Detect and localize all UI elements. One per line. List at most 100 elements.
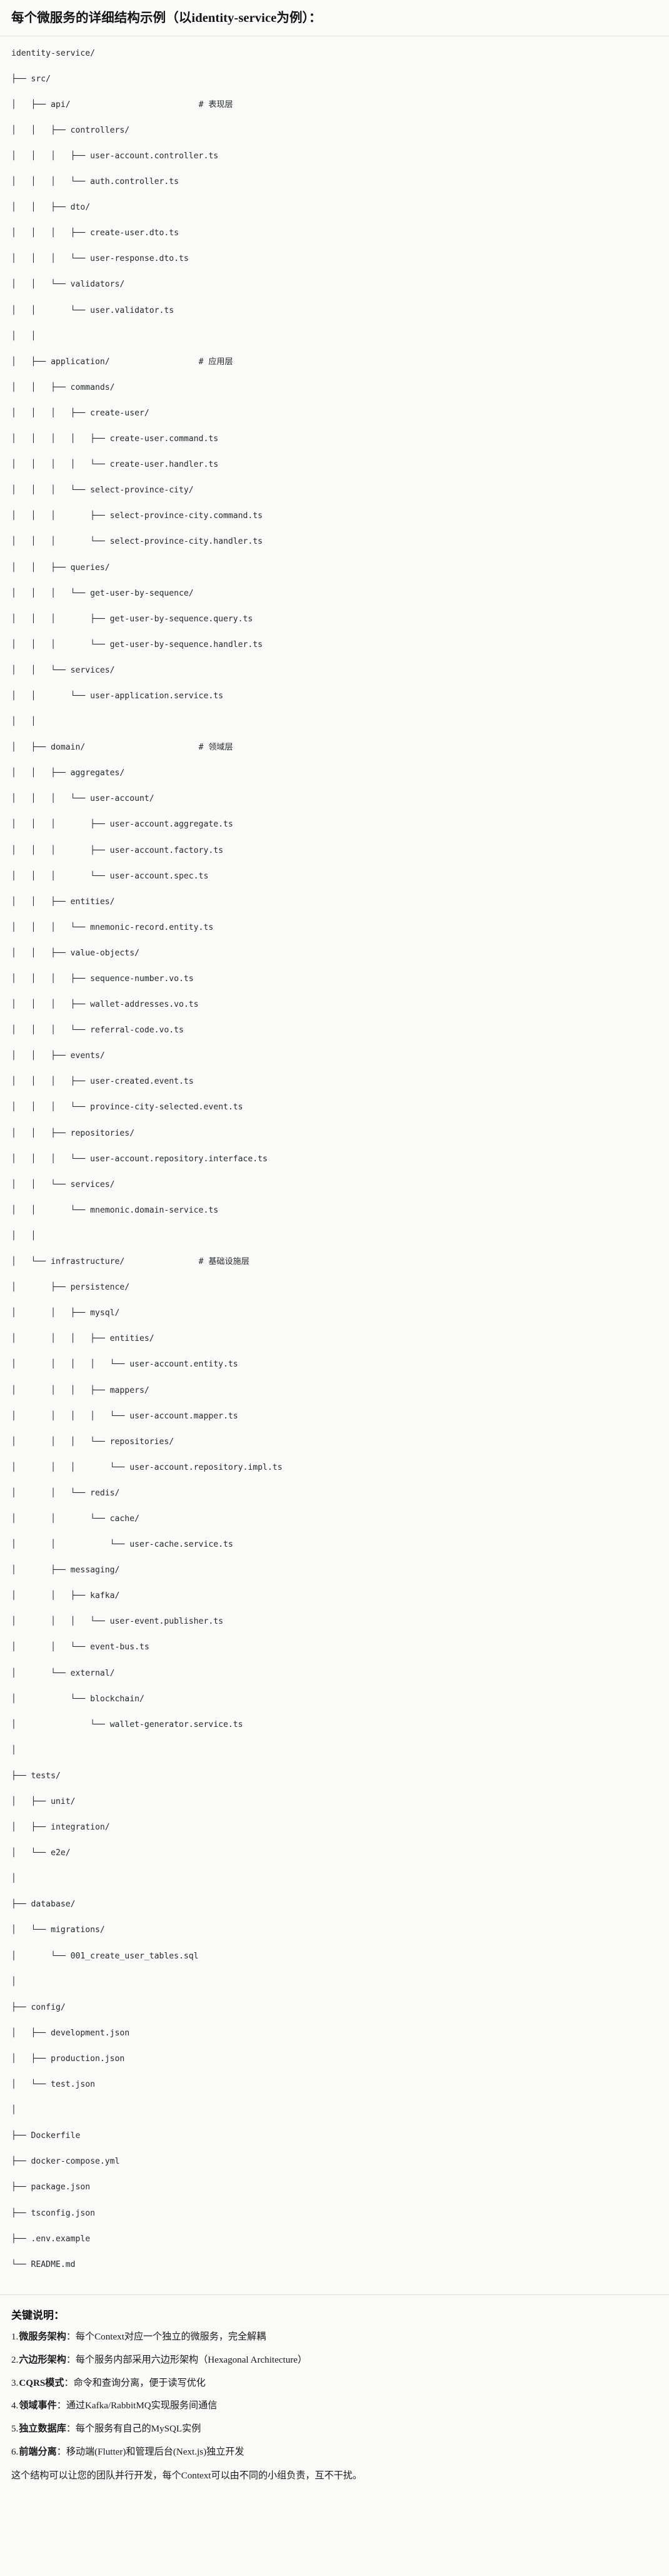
tree-row: │ │ └── services/ [11,665,115,675]
tree-row: │ │ ├── dto/ [11,203,91,213]
directory-tree: identity-service/ ├── src/ │ ├── api/ # … [11,48,658,2284]
tree-row: │ └── wallet-generator.service.ts [11,1719,243,1729]
key-note-separator: ： [66,2424,76,2435]
key-note-term: 微服务架构 [19,2331,66,2342]
key-notes-title: 关键说明： [11,2309,64,2321]
tree-row: │ [11,1745,16,1755]
tree-row: │ │ │ ├── user-account.controller.ts [11,151,219,161]
tree-row: │ │ └── user-application.service.ts [11,691,223,701]
tree-row: │ │ │ │ └── create-user.handler.ts [11,460,219,470]
tree-row: │ │ ├── kafka/ [11,1591,120,1601]
key-note-term: 前端分离 [19,2447,57,2458]
tree-row: │ │ │ │ └── user-account.entity.ts [11,1360,238,1370]
tree-row: │ │ │ ├── mappers/ [11,1385,149,1395]
tree-row: │ │ └── event-bus.ts [11,1642,149,1652]
tree-row: │ │ │ └── user-account.repository.impl.t… [11,1462,283,1472]
tree-row-comment: # 基础设施层 [198,1257,249,1267]
tree-row: │ │ │ └── user-account.repository.interf… [11,1154,268,1164]
tree-row: └── README.md [11,2259,76,2269]
tree-row: │ │ [11,717,36,727]
tree-row: │ │ │ └── select-province-city/ [11,486,194,496]
key-note-number: 3. [11,2378,19,2388]
tree-row: ├── package.json [11,2182,91,2192]
key-note-term: 六边形架构 [19,2355,66,2365]
tree-row: │ └── migrations/ [11,1925,105,1935]
tree-row-comment: # 领域层 [198,743,233,753]
tree-row: ├── config/ [11,2002,66,2012]
tree-row: │ │ │ └── get-user-by-sequence/ [11,588,194,598]
tree-row: │ │ └── cache/ [11,1514,139,1524]
tree-row: │ │ └── services/ [11,1179,115,1189]
key-note-description: 通过Kafka/RabbitMQ实现服务间通信 [66,2401,218,2411]
tree-row: │ │ ├── controllers/ [11,125,130,135]
tree-row: ├── tests/ [11,1771,61,1781]
key-note-description: 命令和查询分离，便于读写优化 [73,2378,206,2388]
key-note-number: 5. [11,2424,19,2435]
tree-row: │ │ │ ├── user-account.factory.ts [11,845,223,855]
tree-row: │ │ ├── entities/ [11,897,115,907]
key-note-number: 2. [11,2355,19,2365]
tree-row: │ │ │ └── auth.controller.ts [11,177,179,187]
key-note-description: 每个服务有自己的MySQL实例 [75,2424,201,2435]
tree-row: │ │ │ └── select-province-city.handler.t… [11,537,263,547]
tree-row: │ │ │ ├── user-created.event.ts [11,1077,194,1087]
tree-row: │ │ │ ├── create-user.dto.ts [11,228,179,238]
tree-row-path: │ ├── application/ [11,357,199,367]
tree-row-comment: # 表现层 [198,99,233,109]
tree-row: │ │ │ ├── get-user-by-sequence.query.ts [11,614,253,624]
tree-row: ├── .env.example [11,2234,91,2244]
tree-row: ├── src/ [11,74,51,84]
key-note-description: 移动端(Flutter)和管理后台(Next.js)独立开发 [66,2447,244,2458]
tree-row: │ │ └── user-cache.service.ts [11,1540,233,1550]
tree-row: │ │ │ │ └── user-account.mapper.ts [11,1411,238,1421]
tree-row: │ ├── unit/ [11,1797,76,1807]
page-root: 每个微服务的详细结构示例（以identity-service为例）： ident… [0,0,669,2497]
tree-row: │ │ ├── aggregates/ [11,768,125,778]
page-title: 每个微服务的详细结构示例（以identity-service为例）： [11,11,322,25]
tree-row: │ │ │ ├── select-province-city.command.t… [11,511,263,521]
key-note-separator: ： [66,2331,76,2342]
tree-row: │ │ └── redis/ [11,1488,120,1498]
tree-row: ├── database/ [11,1900,76,1910]
tree-row: │ │ │ └── user-response.dto.ts [11,254,189,264]
tree-row: │ ├── messaging/ [11,1565,120,1576]
tree-row: │ │ ├── events/ [11,1051,105,1061]
tree-row: │ │ │ └── referral-code.vo.ts [11,1026,184,1036]
tree-row: │ │ └── mnemonic.domain-service.ts [11,1205,219,1215]
document-header: 每个微服务的详细结构示例（以identity-service为例）： [0,0,669,36]
tree-row: │ │ └── user.validator.ts [11,305,174,315]
tree-row: │ ├── production.json [11,2054,125,2064]
tree-row-path: │ └── infrastructure/ [11,1257,199,1267]
key-note-item: 2.六边形架构：每个服务内部采用六边形架构（Hexagonal Architec… [11,2354,658,2368]
tree-row: │ │ │ ├── create-user/ [11,408,149,418]
tree-row-path: │ ├── domain/ [11,743,199,753]
tree-row: │ │ │ ├── entities/ [11,1334,154,1344]
key-note-separator: ： [56,2447,66,2458]
tree-row: │ │ └── validators/ [11,280,125,290]
key-note-item: 3.CQRS模式：命令和查询分离，便于读写优化 [11,2377,658,2391]
tree-row: │ │ │ └── user-account/ [11,794,154,804]
tree-row: │ │ │ └── mnemonic-record.entity.ts [11,922,214,932]
tree-row: │ │ │ ├── sequence-number.vo.ts [11,974,194,984]
tree-row: │ └── infrastructure/ # 基础设施层 [11,1256,658,1269]
tree-row: │ └── e2e/ [11,1848,71,1858]
tree-row: │ ├── api/ # 表现层 [11,99,658,112]
tree-row: │ └── test.json [11,2080,96,2090]
key-note-separator: ： [56,2401,66,2411]
directory-tree-block: identity-service/ ├── src/ │ ├── api/ # … [0,36,669,2295]
tree-row: │ │ [11,331,36,341]
tree-row: │ ├── domain/ # 领域层 [11,741,658,755]
key-note-term: 领域事件 [19,2401,57,2411]
tree-row: │ ├── integration/ [11,1823,110,1833]
tree-row: │ │ │ └── repositories/ [11,1437,174,1447]
tree-row: │ ├── development.json [11,2028,130,2038]
tree-row-path: │ ├── api/ [11,99,199,109]
key-note-description: 每个服务内部采用六边形架构（Hexagonal Architecture） [75,2355,308,2365]
tree-row: │ │ [11,1231,36,1241]
tree-row: │ └── 001_create_user_tables.sql [11,1951,199,1961]
closing-paragraph: 这个结构可以让您的团队并行开发，每个Context可以由不同的小组负责，互不干扰… [11,2471,362,2482]
tree-row: │ │ │ │ ├── create-user.command.ts [11,434,219,444]
tree-row: │ │ ├── queries/ [11,563,110,573]
